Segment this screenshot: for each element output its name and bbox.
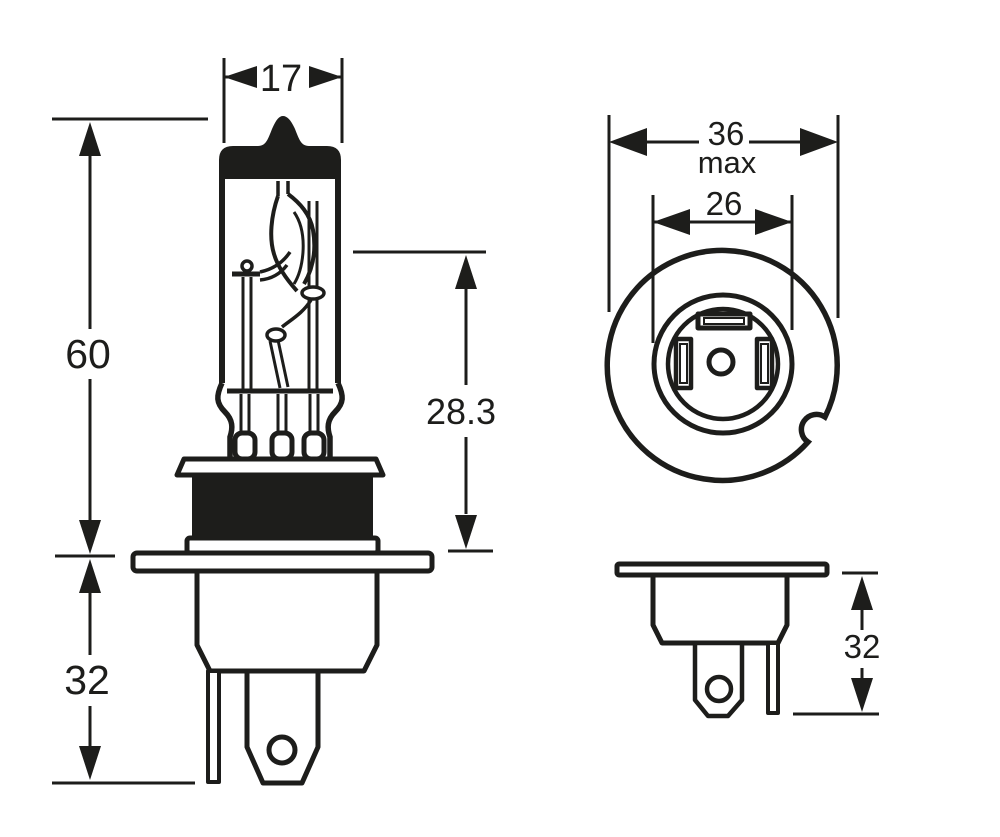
- dim-base-length-side-label: 32: [844, 628, 881, 665]
- arrow-left-icon: [653, 209, 690, 235]
- dim-base-length-side: 32: [793, 571, 881, 716]
- base-body: [650, 572, 790, 646]
- terminal-blade-thin: [766, 641, 780, 715]
- dim-filament-height: 28.3: [353, 250, 496, 553]
- bead-center: [265, 327, 287, 343]
- terminal-hole: [266, 734, 298, 766]
- dim-bulb-width-label: 17: [260, 58, 302, 100]
- key-tab-top: [695, 311, 753, 331]
- diagonal-support: [268, 339, 290, 389]
- arrow-left-icon: [224, 66, 257, 88]
- inner-ring: [665, 306, 781, 422]
- base-profile: [614, 561, 830, 719]
- terminal-blade-main: [692, 640, 745, 719]
- dim-base-length-front: 32: [52, 559, 195, 785]
- pinch-left: [215, 381, 235, 460]
- black-tip: [219, 116, 341, 179]
- shoulder-plate: [174, 456, 386, 478]
- middle-ring: [651, 292, 795, 436]
- dim-overall-length-label: 60: [65, 331, 111, 377]
- arrow-up-icon: [851, 576, 873, 610]
- shield-neck: [276, 181, 290, 196]
- lead-pin-left: [232, 430, 258, 462]
- low-beam-filament: [259, 250, 292, 282]
- arrow-down-icon: [79, 746, 101, 780]
- bulb-glass-tube: [215, 116, 345, 460]
- key-tab-left-inner: [679, 343, 688, 384]
- arrow-right-icon: [800, 128, 838, 156]
- side-view: 32: [614, 561, 881, 719]
- dim-cap-width-label: 36: [708, 115, 745, 152]
- key-tab-top-inner: [703, 317, 745, 325]
- base-body: [194, 568, 380, 674]
- terminal-blade-thin: [206, 669, 221, 784]
- key-tab-right: [754, 336, 775, 391]
- key-tab-left: [673, 336, 694, 391]
- tube-walls: [219, 176, 341, 383]
- black-collar: [192, 475, 373, 539]
- lead-pin-right: [301, 430, 327, 462]
- dim-overall-length: 60: [52, 117, 208, 558]
- cap-face: [604, 247, 840, 484]
- arrow-down-icon: [851, 678, 873, 712]
- arrow-up-icon: [455, 255, 477, 289]
- arrow-up-icon: [79, 122, 101, 156]
- dim-base-length-front-label: 32: [64, 657, 110, 703]
- bulb-base: [130, 456, 435, 786]
- arrow-left-icon: [609, 128, 647, 156]
- extension-lines: [651, 195, 794, 343]
- top-view: 36 max 26: [604, 115, 840, 484]
- arrow-down-icon: [455, 515, 477, 549]
- terminal-hole: [704, 674, 734, 704]
- pinch-right: [325, 381, 345, 460]
- dim-cap-width-qualifier: max: [698, 145, 757, 180]
- dim-seat-width-label: 26: [706, 185, 743, 222]
- dim-bulb-width: 17: [222, 58, 344, 143]
- front-view: 17 60 32 28.3: [52, 58, 496, 786]
- high-beam-filament: [280, 299, 313, 329]
- shield-left-edge: [269, 195, 299, 293]
- lead-wires: [239, 394, 320, 433]
- dim-seat-width: 26: [651, 185, 794, 343]
- extension-lines: [222, 58, 344, 143]
- flange: [130, 550, 435, 574]
- arrow-right-icon: [755, 209, 792, 235]
- lead-pin-middle: [269, 430, 295, 462]
- extension-lines: [607, 115, 840, 318]
- arrow-down-icon: [79, 520, 101, 554]
- outer-rim-with-notch: [604, 247, 840, 484]
- arrow-right-icon: [309, 66, 342, 88]
- support-wire-left: [241, 277, 253, 389]
- dim-cap-width: 36 max: [607, 115, 840, 318]
- terminal-blade-main: [244, 668, 321, 786]
- dim-filament-height-label: 28.3: [426, 391, 496, 432]
- key-tab-right-inner: [760, 343, 769, 384]
- shield-inner-line: [292, 211, 305, 285]
- center-hole: [706, 347, 736, 377]
- bead-right: [300, 285, 326, 301]
- arrow-up-icon: [79, 559, 101, 593]
- support-bead-top: [240, 259, 254, 273]
- shield-right-edge: [286, 192, 317, 286]
- bulb-internals: [227, 181, 333, 462]
